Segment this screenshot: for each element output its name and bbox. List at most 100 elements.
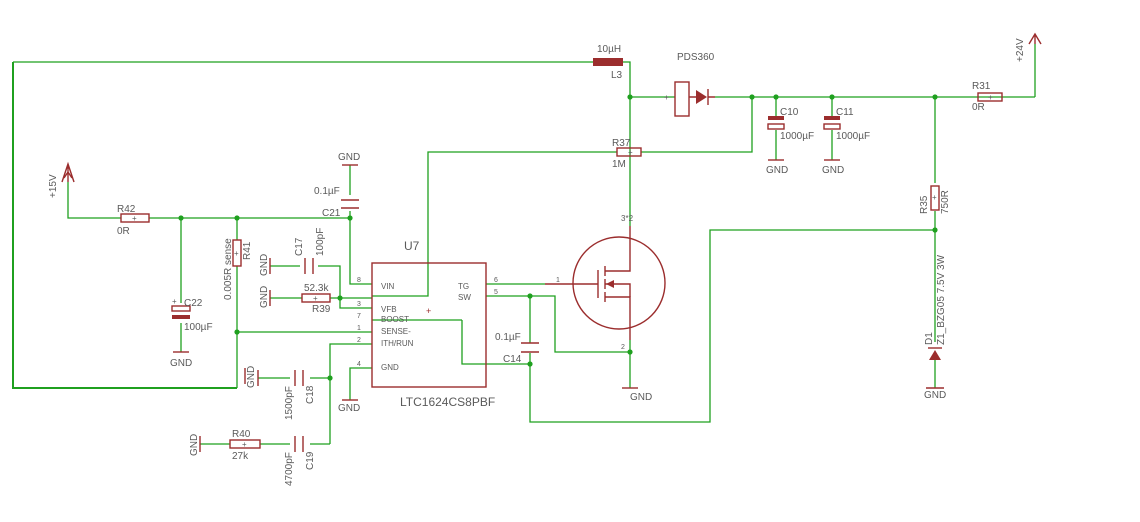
pin-num-7: 7 xyxy=(357,313,361,320)
svg-text:+: + xyxy=(932,193,937,202)
ic-name: U7 xyxy=(404,239,420,253)
gnd-label: GND xyxy=(170,358,192,369)
pin-num-3: 3 xyxy=(357,301,361,308)
capacitor-c21: GND 0.1µF C21 xyxy=(314,152,360,219)
ic-u7: U7 LTC1624CS8PBF + VIN VFB BOOST SENSE- … xyxy=(357,239,498,409)
c11-value: 1000µF xyxy=(836,131,870,142)
svg-text:+: + xyxy=(132,214,137,223)
c11-name: C11 xyxy=(836,107,854,118)
pin-label-sense: SENSE- xyxy=(381,327,411,336)
gnd-label: GND xyxy=(189,434,200,456)
r40-name: R40 xyxy=(232,429,251,440)
c14-name: C14 xyxy=(503,354,522,365)
capacitor-c10: C10 1000µF GND xyxy=(766,107,814,176)
d1-name: D1 xyxy=(924,332,935,345)
svg-text:+: + xyxy=(172,297,177,306)
pin-label-vfb: VFB xyxy=(381,305,397,314)
svg-text:+: + xyxy=(313,294,318,303)
r31-value: 0R xyxy=(972,102,985,113)
inductor-l3: 10µH L3 xyxy=(593,44,623,81)
svg-text:+: + xyxy=(426,306,431,316)
gnd-label: GND xyxy=(246,366,257,388)
gnd-label: GND xyxy=(630,392,652,403)
gnd-label: GND xyxy=(338,152,360,163)
gnd-label: GND xyxy=(924,390,946,401)
q-drain-label: 3*2 xyxy=(621,214,634,223)
capacitor-c17: GND C17 100pF xyxy=(259,228,326,276)
pin-num-4: 4 xyxy=(357,361,361,368)
l3-value: 10µH xyxy=(597,44,621,55)
pin-num-1: 1 xyxy=(357,325,361,332)
resistor-r35: + R35 750R xyxy=(919,185,951,214)
svg-text:+: + xyxy=(664,93,669,102)
r39-value: 52.3k xyxy=(304,283,329,294)
junction-dots xyxy=(178,94,938,381)
c21-name: C21 xyxy=(322,208,341,219)
pin-num-6: 6 xyxy=(494,277,498,284)
d1-value: Z1_BZG05 7.5V 3W xyxy=(936,254,947,345)
r31-name: R31 xyxy=(972,81,991,92)
q-gate-pin: 1 xyxy=(556,277,560,284)
r37-name: R37 xyxy=(612,138,631,149)
l3-name: L3 xyxy=(611,70,623,81)
r39-name: R39 xyxy=(312,304,331,315)
c18-value: 1500pF xyxy=(284,386,295,420)
svg-text:+: + xyxy=(242,440,247,449)
r37-value: 1M xyxy=(612,159,626,170)
resistor-r39: + GND 52.3k R39 xyxy=(259,283,331,315)
pin-label-gnd: GND xyxy=(381,363,399,372)
capacitor-c14: 0.1µF C14 xyxy=(495,332,539,365)
c19-name: C19 xyxy=(305,451,316,470)
pin-num-8: 8 xyxy=(357,277,361,284)
r42-value: 0R xyxy=(117,226,130,237)
plus15v-label: +15V xyxy=(48,174,59,198)
supply-plus15v: +15V xyxy=(48,161,75,198)
c10-name: C10 xyxy=(780,107,799,118)
c17-name: C17 xyxy=(294,237,305,256)
mosfet-q: 3*2 2 1 GND xyxy=(545,214,666,403)
diode-name: PDS360 xyxy=(677,52,715,63)
svg-text:+: + xyxy=(234,249,239,258)
r42-name: R42 xyxy=(117,204,136,215)
pin-num-2: 2 xyxy=(357,337,361,344)
c17-value: 100pF xyxy=(315,228,326,256)
pin-label-vin: VIN xyxy=(381,282,395,291)
c19-value: 4700pF xyxy=(284,452,295,486)
ic-part: LTC1624CS8PBF xyxy=(400,395,495,409)
capacitor-c11: C11 1000µF GND xyxy=(822,107,870,176)
gnd-label: GND xyxy=(259,254,270,276)
c22-name: C22 xyxy=(184,298,203,309)
diode-pds360: PDS360 + xyxy=(664,52,715,117)
gnd-label: GND xyxy=(259,286,270,308)
c22-value: 100µF xyxy=(184,322,213,333)
supply-plus24v: +24V xyxy=(1015,32,1042,62)
svg-text:+: + xyxy=(628,148,633,157)
plus24v-label: +24V xyxy=(1015,38,1026,62)
gnd-symbol-ic: GND xyxy=(338,399,360,414)
r40-value: 27k xyxy=(232,451,249,462)
resistor-r41: + R41 0.005R sense xyxy=(223,238,253,300)
capacitor-c22: + C22 100µF GND xyxy=(170,297,213,369)
svg-text:+: + xyxy=(988,93,993,102)
pin-num-5: 5 xyxy=(494,289,498,296)
c10-value: 1000µF xyxy=(780,131,814,142)
capacitor-c18: GND 1500pF C18 xyxy=(246,366,316,420)
r41-value: 0.005R sense xyxy=(223,238,234,300)
r35-value: 750R xyxy=(940,190,951,214)
r35-name: R35 xyxy=(919,195,930,214)
c21-value: 0.1µF xyxy=(314,186,340,197)
gnd-label: GND xyxy=(822,165,844,176)
q-source-pin: 2 xyxy=(621,344,625,351)
capacitor-c19: 4700pF C19 xyxy=(284,436,316,486)
pin-label-tg: TG xyxy=(458,282,469,291)
c18-name: C18 xyxy=(305,385,316,404)
zener-d1: D1 Z1_BZG05 7.5V 3W GND xyxy=(924,254,947,401)
resistor-r42: + R42 0R xyxy=(117,204,150,237)
gnd-label: GND xyxy=(338,403,360,414)
gnd-label: GND xyxy=(766,165,788,176)
c14-value: 0.1µF xyxy=(495,332,521,343)
resistor-r37: + R37 1M xyxy=(612,138,642,170)
r41-name: R41 xyxy=(242,241,253,260)
wires xyxy=(12,44,1036,445)
